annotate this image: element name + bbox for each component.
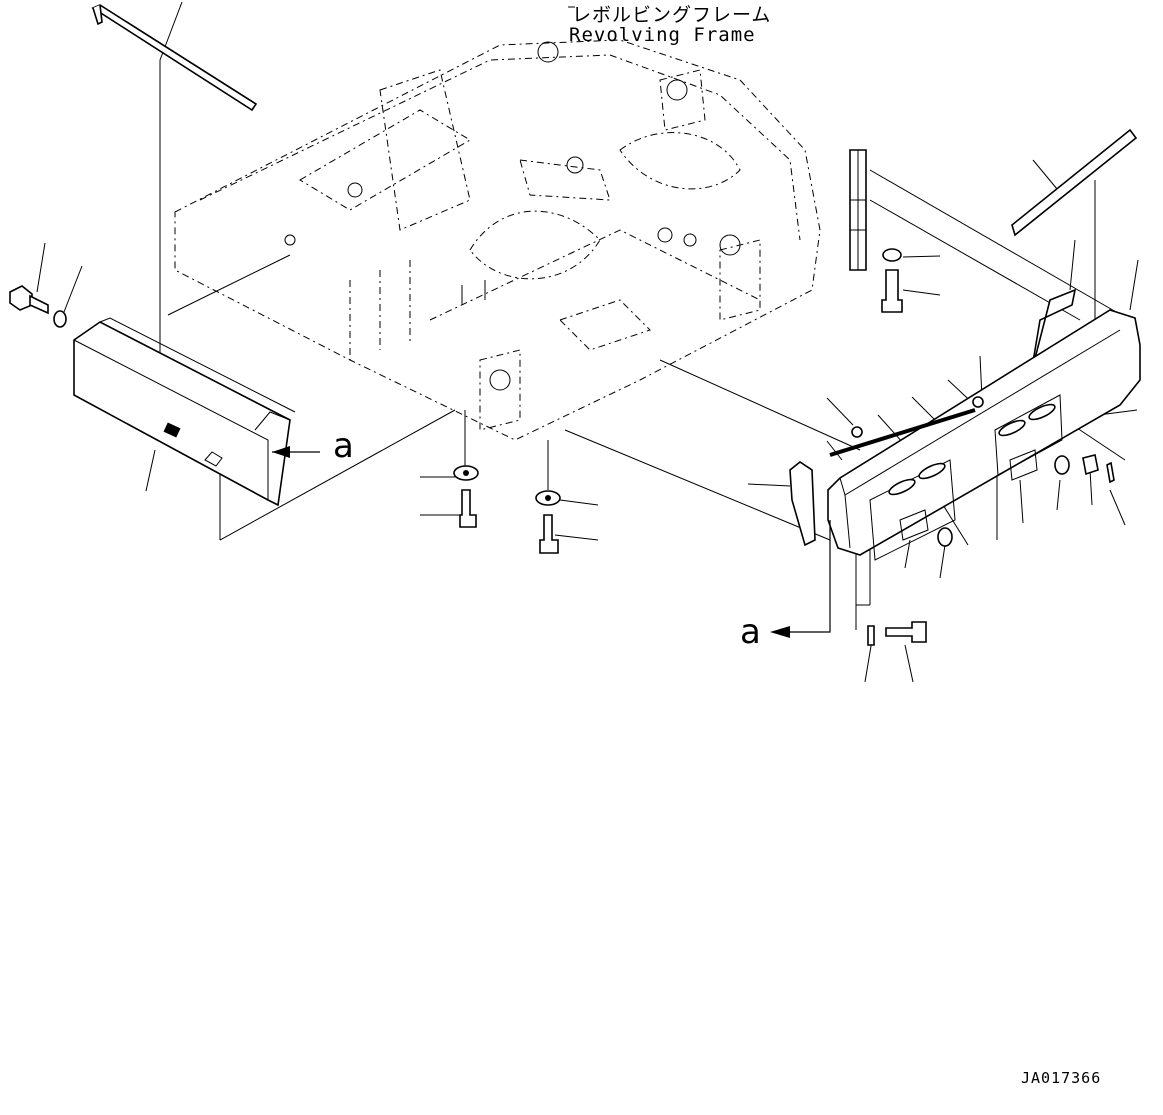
seal-strip-right: [1011, 128, 1138, 237]
seal-strip-left: [91, 4, 258, 112]
bolt-left: [9, 285, 67, 328]
right-upper-bracket: [849, 149, 903, 313]
center-bolts: [453, 465, 561, 554]
bottom-bolt: [867, 621, 927, 646]
view-ref-a-right: a: [740, 612, 761, 652]
diagram-title-japanese: レボルビングフレーム: [572, 4, 772, 26]
diagram-title-english: Revolving Frame: [569, 24, 756, 46]
leader-lines: [36, 1, 1139, 683]
left-side-cover: [73, 317, 320, 507]
drawing-code: JA017366: [1021, 1069, 1102, 1087]
revolving-frame: [174, 39, 821, 441]
rear-counterweight: [770, 288, 1141, 638]
view-ref-a-left: a: [333, 426, 354, 466]
